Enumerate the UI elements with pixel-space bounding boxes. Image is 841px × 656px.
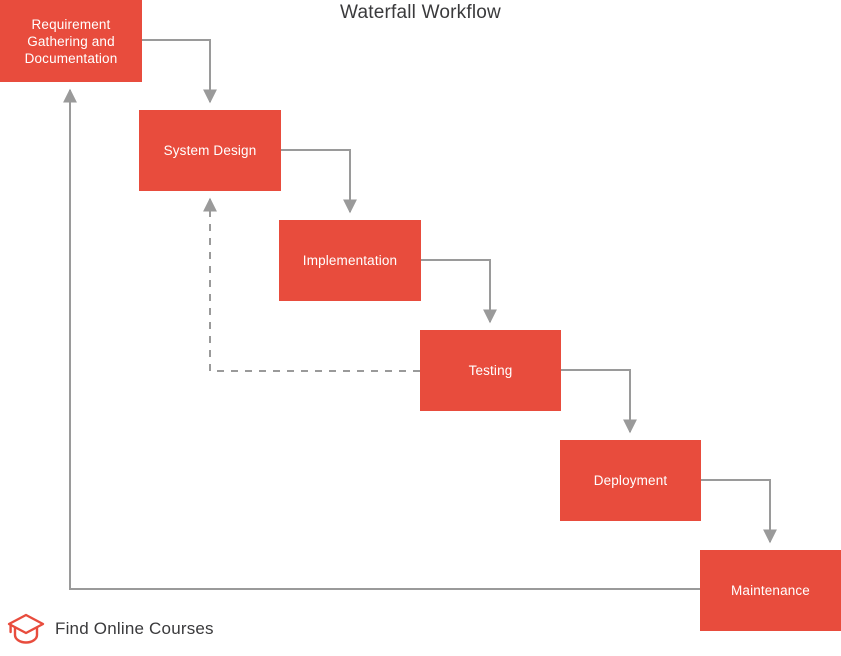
node-system-design[interactable]: System Design [139,110,281,191]
page-title: Waterfall Workflow [340,2,501,23]
footer-text: Find Online Courses [55,619,214,638]
footer-branding: Find Online Courses [6,612,214,646]
connector-deployment-to-maintenance [701,479,777,544]
node-deployment-label: Deployment [593,473,668,488]
connector-implementation-to-testing [421,259,497,324]
node-deployment[interactable]: Deployment [560,440,701,521]
node-maintenance[interactable]: Maintenance [700,550,841,631]
node-testing[interactable]: Testing [420,330,561,411]
connector-requirement-to-system-design [142,39,217,104]
graduation-cap-icon [7,613,45,644]
node-implementation[interactable]: Implementation [279,220,421,301]
node-implementation-label: Implementation [302,253,398,268]
node-maintenance-label: Maintenance [731,583,810,598]
connector-testing-to-deployment [561,369,637,434]
connector-testing-to-system-design-feedback [203,197,420,372]
node-system-design-label: System Design [163,143,257,158]
connector-system-design-to-implementation [281,149,357,214]
node-testing-label: Testing [468,363,513,378]
connector-maintenance-to-requirement-feedback [63,88,700,590]
node-requirement[interactable]: Requirement Gathering and Documentation [0,0,142,82]
node-requirement-label: Requirement Gathering and Documentation [24,16,118,66]
